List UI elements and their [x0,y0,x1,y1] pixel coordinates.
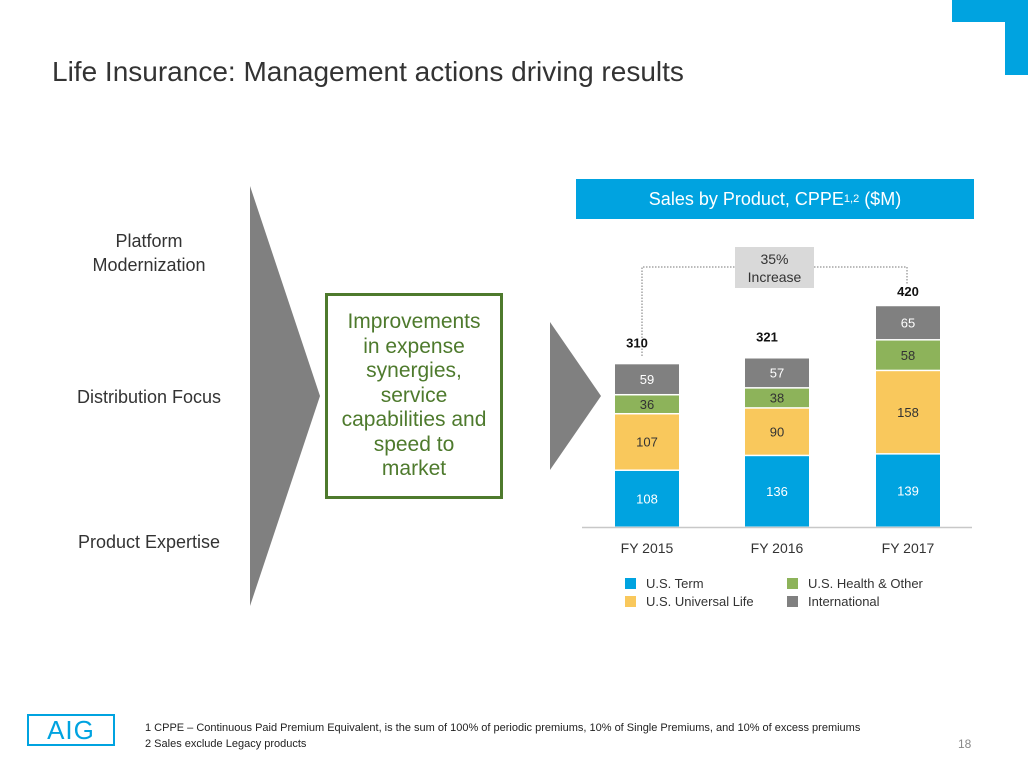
legend-label: International [808,594,880,609]
bar-segment [745,358,809,388]
bar-segment [615,395,679,413]
box-platform-modernization: Platform Modernization [54,189,244,317]
bar-segment [876,371,940,454]
bar-segment [876,306,940,340]
box-distribution-focus: Distribution Focus [54,333,244,461]
box-label: Product Expertise [77,532,221,552]
increase-bracket [814,266,908,285]
data-label: 59 [640,372,654,387]
legend-label: U.S. Health & Other [808,576,923,591]
total-label: 310 [626,335,648,350]
chart-header-text: Sales by Product, CPPE [648,188,844,209]
legend-label: U.S. Universal Life [646,594,754,609]
slide-title: Life Insurance: Management actions drivi… [52,56,684,87]
legend-item: U.S. Universal Life [625,594,754,609]
bar-segment [745,408,809,455]
bar-segment [745,456,809,527]
legend-swatch [787,578,798,589]
footnote-2: 2 Sales exclude Legacy products [145,738,307,750]
small-chevron-arrow [550,322,601,470]
box-label: Platform Modernization [92,231,206,275]
legend-swatch [625,596,636,607]
improvements-box: Improvements in expense synergies, servi… [325,293,503,499]
category-label: FY 2016 [751,540,804,556]
total-label: 321 [756,330,778,345]
increase-pct: 35% [760,251,789,267]
large-chevron-arrow [250,186,320,606]
improvements-text: Improvements in expense synergies, servi… [341,310,487,481]
aig-logo: AIG [27,714,115,746]
data-label: 58 [901,348,915,363]
chart-header-sup: 1,2 [843,193,860,205]
data-label: 57 [770,366,784,381]
corner-accent-vertical [1005,0,1028,75]
data-label: 158 [897,405,919,420]
category-label: FY 2017 [882,540,935,556]
data-label: 107 [636,435,658,450]
legend-item: U.S. Health & Other [787,576,923,591]
bar-segment [876,340,940,370]
data-label: 65 [901,315,915,330]
data-label: 36 [640,397,654,412]
data-label: 90 [770,424,784,439]
bar-segment [615,470,679,527]
data-label: 136 [766,484,788,499]
increase-callout: 35% Increase [735,247,814,288]
increase-bracket [641,266,735,356]
legend-swatch [625,578,636,589]
logo-text: AIG [47,714,95,745]
chart-header-unit: ($M) [859,188,902,209]
legend-swatch [787,596,798,607]
data-label: 108 [636,491,658,506]
total-label: 420 [897,284,919,299]
data-label: 38 [770,391,784,406]
legend-item: International [787,594,880,609]
box-label: Distribution Focus [76,387,222,407]
footnote-1: 1 CPPE – Continuous Paid Premium Equival… [145,722,861,734]
legend-label: U.S. Term [646,576,704,591]
bar-segment [745,388,809,408]
legend-item: U.S. Term [625,576,704,591]
bar-segment [615,414,679,470]
bar-segment [876,454,940,527]
box-product-expertise: Product Expertise [54,478,244,606]
data-label: 139 [897,483,919,498]
category-label: FY 2015 [621,540,674,556]
increase-word: Increase [747,269,802,285]
bar-segment [615,364,679,394]
page-number: 18 [958,737,972,751]
